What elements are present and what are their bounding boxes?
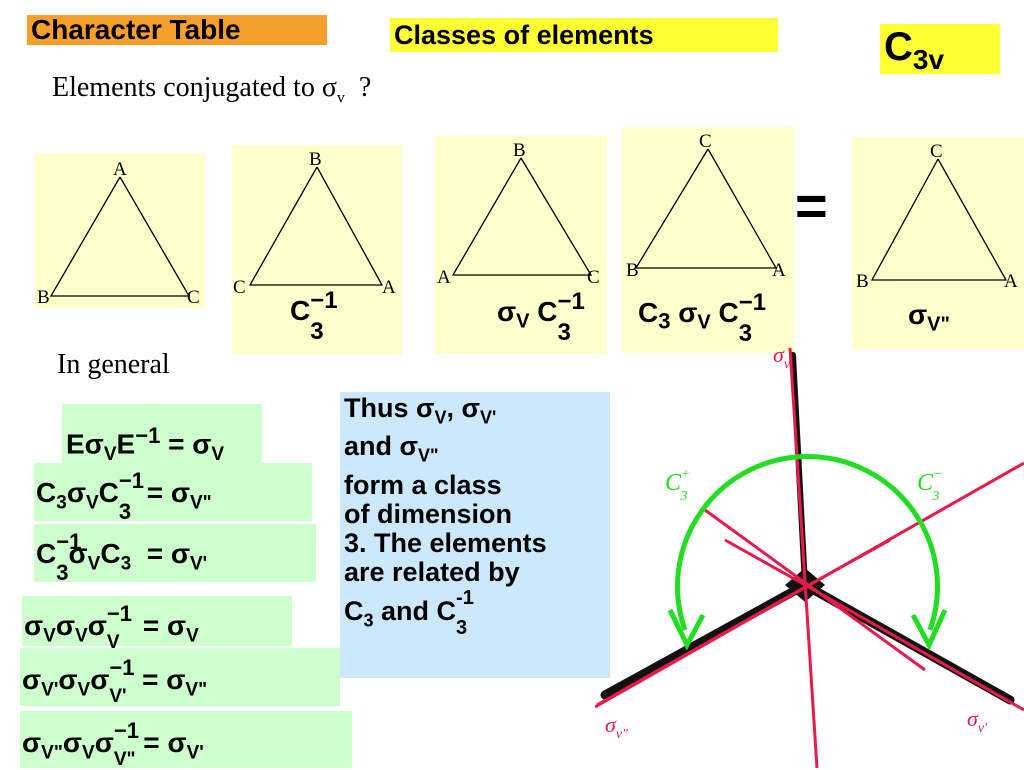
triangle-diagram-5: C B A (856, 141, 1018, 292)
mirror-planes (595, 347, 1024, 768)
vertex-top: A (113, 159, 127, 180)
triangle-diagram-2: B C A (233, 149, 396, 298)
vertex-left: A (437, 267, 451, 286)
label-sigma-v-double-prime: σv″ (605, 712, 628, 742)
question-text: Elements conjugated to σ (52, 72, 337, 103)
vertex-top: B (513, 140, 526, 161)
in-general-label: In general (57, 349, 170, 380)
triangle-diagram-3: B A C (437, 140, 600, 288)
molecule-skeleton (600, 352, 1015, 705)
info-line-6: are related by (344, 556, 520, 587)
equation-identity: EσVE−1 = σV (62, 404, 262, 465)
rotation-arc (667, 454, 948, 651)
info-line-5: 3. The elements (344, 527, 547, 558)
vertex-top: B (309, 149, 322, 170)
info-line-1: Thus σV, σV' (344, 393, 497, 428)
symmetry-elements-diagram: σv C+3 C−3 σv″ σv′ (595, 342, 1024, 768)
label-c3-plus: C+3 (665, 467, 690, 504)
vertex-right: A (1004, 271, 1018, 292)
vertex-top: C (699, 131, 712, 152)
vertex-right: A (382, 277, 396, 295)
vertex-left: B (626, 260, 639, 281)
triangle-diagram-4: C B A (626, 131, 786, 281)
vertex-left: B (856, 271, 869, 292)
vertex-right: C (187, 287, 200, 308)
question-subscript: v (336, 89, 345, 107)
class-explanation-box: Thus σV, σV' and σV" form a class of dim… (340, 392, 610, 678)
point-group-label: C3v (880, 24, 1000, 75)
vertex-left: B (37, 287, 50, 308)
caption-sigma-v-double-prime: σV" (908, 299, 950, 336)
label-sigma-v-prime: σv′ (967, 706, 988, 736)
triangle-diagram-1: A B C (37, 159, 200, 308)
vertex-right: C (587, 267, 600, 286)
point-group-subscript: 3v (912, 44, 945, 75)
character-table-label: Character Table (27, 15, 327, 45)
label-sigma-v-top: σv (773, 342, 791, 372)
label-c3-minus: C−3 (917, 467, 942, 504)
info-line-3: form a class (344, 469, 502, 500)
point-group-letter: C (884, 25, 913, 69)
triangle-panel-1: A B C (35, 153, 205, 308)
vertex-left: C (233, 277, 246, 295)
classes-of-elements-title: Classes of elements (390, 18, 778, 52)
conjugation-question: Elements conjugated to σv ? (52, 72, 371, 108)
info-line-2: and σV" (344, 431, 439, 466)
equals-sign: = (795, 174, 828, 237)
vertex-top: C (930, 141, 943, 162)
vertex-right: A (772, 260, 786, 281)
triangle-panel-5: C B A σV" (852, 137, 1024, 349)
question-mark: ? (358, 72, 372, 103)
info-line-4: of dimension (344, 498, 512, 529)
